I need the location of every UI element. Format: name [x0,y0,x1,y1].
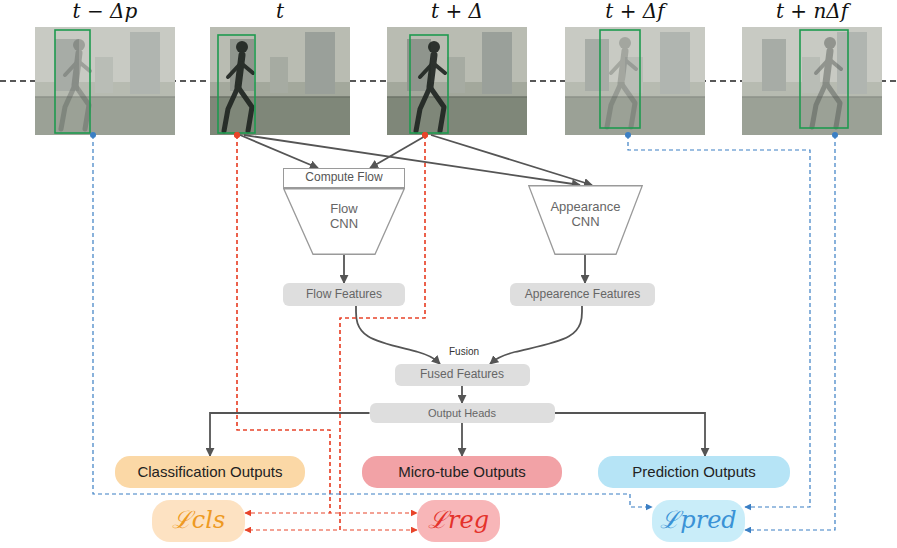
video-frame: t + Δf [565,27,705,135]
node-label: Prediction Outputs [632,463,755,480]
flow-arrow [584,255,586,283]
frame-time-label: t − Δp [35,0,175,23]
node-label: Appearence Features [525,288,640,302]
trapezoid-shape [529,186,643,255]
flow-arrow [343,255,345,283]
video-frame-image [35,27,175,135]
output-box: Prediction Outputs [598,456,790,488]
bounding-box [800,30,848,128]
loss-box: ℒpred [652,500,745,542]
node-label: Compute Flow [305,171,382,185]
frame-time-label: t [210,0,350,23]
video-frame-image [565,27,705,135]
node-label: Flow Features [306,288,382,302]
video-frame-image [210,27,350,135]
flow-arrow [555,413,706,456]
fusion-label: Fusion [447,346,481,357]
flow-arrow [461,386,463,403]
bounding-box [410,35,448,133]
bounding-box [218,35,255,133]
cnn-trapezoid: Appearance CNN [528,185,643,255]
video-frame-image [387,27,527,135]
flow-arrow [490,306,582,364]
frame-time-label: t + nΔf [742,0,882,23]
flow-arrow [210,413,370,456]
video-frame-image [742,27,882,135]
video-frame: t + nΔf [742,27,882,135]
node-label: ℒpred [660,507,736,535]
node-label: Output Heads [428,407,496,420]
node-label: Flow CNN [322,202,367,232]
loss-box: ℒreg [417,500,500,542]
node-label: Micro-tube Outputs [398,463,526,480]
node-label: Classification Outputs [137,463,282,480]
feature-box: Flow Features [283,283,405,306]
node-label: ℒcls [172,507,225,535]
node-label: ℒreg [428,507,489,535]
video-frame: t + Δ [387,27,527,135]
feature-box: Fused Features [395,364,530,386]
flow-arrow [370,135,427,168]
flow-arrow [356,306,440,364]
output-box: Micro-tube Outputs [362,456,562,488]
trapezoid-shape [284,189,405,255]
node-label: Fused Features [420,368,504,382]
video-frame: t − Δp [35,27,175,135]
frame-time-label: t + Δ [387,0,527,23]
bounding-box [600,30,640,128]
feature-box: Appearence Features [510,283,655,306]
cnn-trapezoid: Flow CNN [283,188,405,255]
supervision-link [93,135,652,507]
node-label: Appearance CNN [547,200,625,230]
supervision-link [628,135,810,507]
flow-arrow [461,423,463,456]
frame-time-label: t + Δf [565,0,705,23]
output-box: Classification Outputs [115,456,305,488]
video-frame: t [210,27,350,135]
loss-box: ℒcls [152,500,245,542]
process-box: Compute Flow [283,168,405,188]
bounding-box [55,30,90,133]
flow-arrow [431,135,592,185]
output-heads-bar: Output Heads [370,403,555,423]
